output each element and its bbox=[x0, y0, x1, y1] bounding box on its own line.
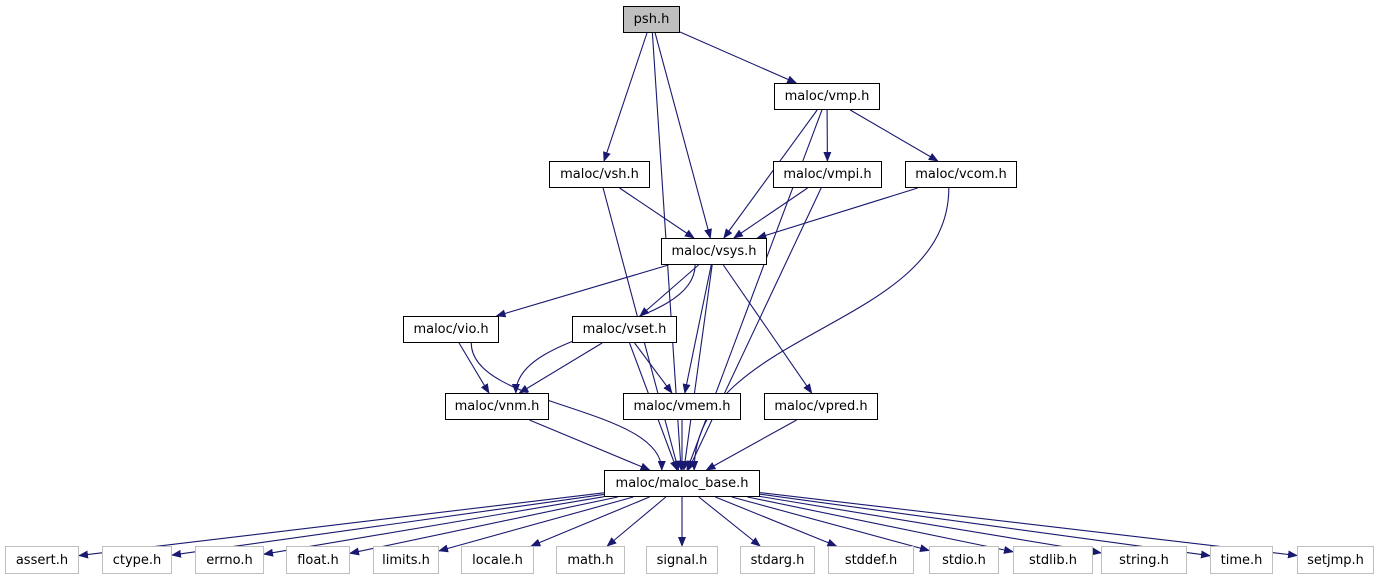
edge-vio-to-vnm bbox=[458, 342, 490, 394]
node-string: string.h bbox=[1101, 546, 1187, 574]
edge-vcom-to-base bbox=[690, 187, 950, 471]
edge-vmpi-to-base bbox=[687, 187, 822, 471]
node-vmp[interactable]: maloc/vmp.h bbox=[774, 83, 880, 110]
node-vcom[interactable]: maloc/vcom.h bbox=[905, 161, 1017, 188]
edge-vset-to-vnm bbox=[518, 342, 603, 394]
node-vnm[interactable]: maloc/vnm.h bbox=[445, 393, 549, 420]
node-stdlib: stdlib.h bbox=[1013, 546, 1093, 574]
node-psh: psh.h bbox=[623, 6, 680, 33]
node-assert: assert.h bbox=[5, 546, 79, 574]
edge-vset-to-vmem bbox=[634, 342, 673, 394]
edge-vmp-to-vsys bbox=[723, 109, 818, 239]
node-errno: errno.h bbox=[195, 546, 264, 574]
node-vsys[interactable]: maloc/vsys.h bbox=[661, 238, 767, 265]
node-time: time.h bbox=[1210, 546, 1273, 574]
edge-vsys-to-vpred bbox=[722, 264, 813, 394]
edge-base-to-time bbox=[759, 493, 1211, 559]
node-vset[interactable]: maloc/vset.h bbox=[572, 316, 677, 343]
node-stdarg: stdarg.h bbox=[740, 546, 815, 574]
node-locale: locale.h bbox=[461, 546, 534, 574]
node-vio[interactable]: maloc/vio.h bbox=[403, 316, 499, 343]
node-vsh[interactable]: maloc/vsh.h bbox=[549, 161, 650, 188]
node-vmem[interactable]: maloc/vmem.h bbox=[623, 393, 741, 420]
node-maloc-base[interactable]: maloc/maloc_base.h bbox=[604, 470, 760, 497]
edge-vsys-to-vset bbox=[639, 264, 699, 317]
edge-base-to-math bbox=[606, 496, 667, 547]
node-ctype: ctype.h bbox=[102, 546, 172, 574]
edge-base-to-stddef bbox=[715, 496, 838, 547]
edge-base-to-ctype bbox=[171, 493, 605, 558]
edge-base-to-errno bbox=[263, 496, 605, 557]
edge-vio-to-base bbox=[470, 342, 666, 471]
edge-vpred-to-base bbox=[705, 419, 797, 471]
edge-base-to-stdlib bbox=[747, 496, 1014, 554]
edge-psh-to-vsys bbox=[654, 32, 712, 239]
node-vpred[interactable]: maloc/vpred.h bbox=[764, 393, 878, 420]
edge-psh-to-vsh bbox=[603, 32, 648, 162]
node-float: float.h bbox=[286, 546, 350, 574]
edge-base-to-limits bbox=[438, 496, 634, 553]
node-setjmp: setjmp.h bbox=[1297, 546, 1374, 574]
edge-base-to-locale bbox=[530, 496, 650, 547]
edge-base-to-float bbox=[349, 496, 618, 556]
edge-vsh-to-vsys bbox=[619, 187, 695, 239]
edge-vsys-to-base bbox=[681, 264, 713, 471]
edge-vsys-to-vmem bbox=[682, 264, 712, 394]
edge-vmpi-to-vsys bbox=[733, 187, 808, 239]
edge-base-to-setjmp bbox=[759, 492, 1298, 559]
edge-vcom-to-vsys bbox=[756, 187, 918, 240]
edge-vnm-to-base bbox=[529, 419, 651, 471]
node-stddef: stddef.h bbox=[828, 546, 914, 574]
edge-vsys-to-vio bbox=[495, 264, 669, 318]
edge-base-to-stdio bbox=[731, 496, 930, 553]
node-limits: limits.h bbox=[373, 546, 439, 574]
edge-base-to-stdarg bbox=[698, 496, 761, 547]
node-math: math.h bbox=[556, 546, 625, 574]
edge-vmp-to-vcom bbox=[849, 109, 939, 162]
edge-base-to-string bbox=[759, 495, 1102, 556]
node-stdio: stdio.h bbox=[929, 546, 999, 574]
node-signal: signal.h bbox=[646, 546, 718, 574]
edge-psh-to-vmp bbox=[679, 31, 798, 84]
node-vmpi[interactable]: maloc/vmpi.h bbox=[773, 161, 882, 188]
edge-base-to-assert bbox=[78, 492, 605, 559]
